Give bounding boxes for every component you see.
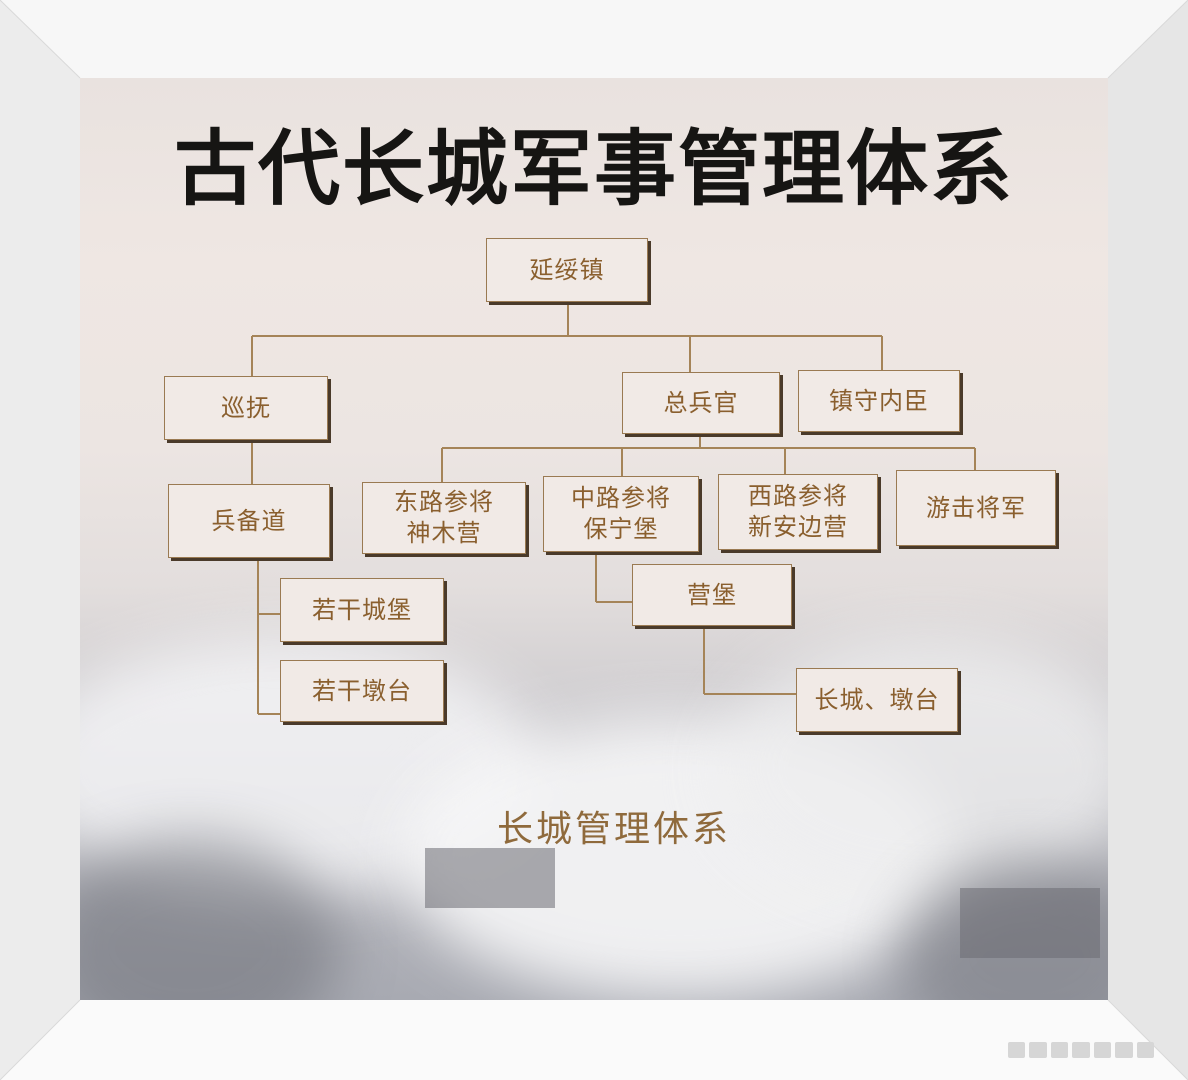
node-donglu-canjiang: 东路参将 神木营	[362, 482, 526, 554]
node-zongbingguan: 总兵官	[622, 372, 780, 434]
node-xilu-canjiang: 西路参将 新安边营	[718, 474, 878, 550]
node-youji-jiangjun: 游击将军	[896, 470, 1056, 546]
node-yingbao: 营堡	[632, 564, 792, 626]
great-wall-tower	[960, 888, 1100, 958]
node-xunfu: 巡抚	[164, 376, 328, 440]
great-wall-tower	[425, 848, 555, 908]
node-chengbao: 若干城堡	[280, 578, 444, 642]
node-zhenshou-neichen: 镇守内臣	[798, 370, 960, 432]
node-bingbeidao: 兵备道	[168, 484, 330, 558]
node-changcheng-duntai: 长城、墩台	[796, 668, 958, 732]
poster-caption: 长城管理体系	[496, 809, 731, 850]
node-duntai: 若干墩台	[280, 660, 444, 722]
poster-title: 古代长城军事管理体系	[173, 122, 1014, 217]
node-zhonglu-canjiang: 中路参将 保宁堡	[543, 476, 699, 552]
watermark	[1008, 1042, 1154, 1058]
node-yansui-town: 延绥镇	[486, 238, 648, 302]
